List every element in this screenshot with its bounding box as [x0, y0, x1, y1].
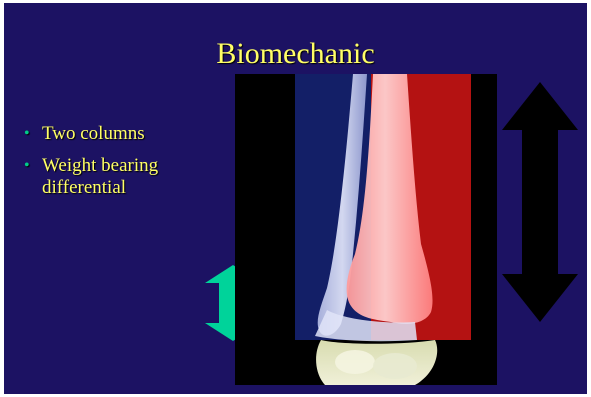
- foot-bone-detail: [373, 353, 417, 379]
- right-arrow-shape: [502, 82, 578, 322]
- bullet-text: Two columns: [42, 123, 145, 144]
- bone-illustration: [235, 74, 497, 385]
- right-double-arrow-icon: [502, 82, 578, 322]
- slide: Biomechanic • Two columns • Weight beari…: [4, 3, 587, 394]
- bullet-text: Weight bearing differential: [42, 155, 158, 198]
- slide-title-text: Biomechanic: [216, 37, 374, 70]
- slide-title: Biomechanic: [4, 39, 587, 69]
- bullet-dot-icon: •: [24, 155, 30, 177]
- bullet-dot-icon: •: [24, 123, 30, 145]
- bullet-item-two-columns: • Two columns: [24, 123, 224, 145]
- foot-bone-detail: [335, 350, 375, 374]
- bullet-item-weight-bearing: • Weight bearing differential: [24, 155, 224, 199]
- bullet-list: • Two columns • Weight bearing different…: [24, 123, 224, 209]
- bone-illustration-svg: [235, 74, 497, 385]
